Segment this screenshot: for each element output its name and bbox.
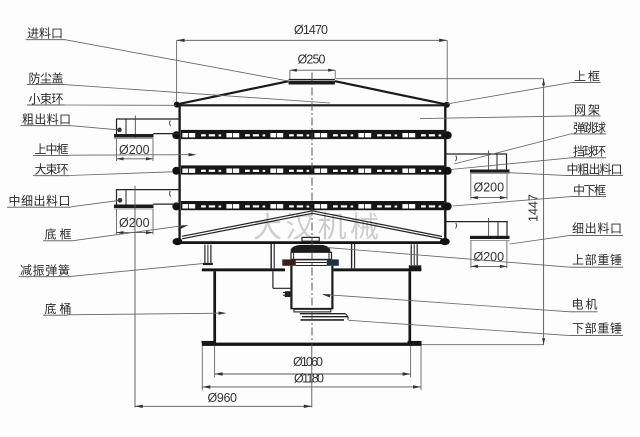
svg-text:上框: 上框: [574, 69, 600, 83]
svg-text:小束环: 小束环: [29, 92, 64, 106]
svg-text:Ø1470: Ø1470: [294, 23, 328, 37]
svg-text:Ø1180: Ø1180: [294, 372, 324, 386]
svg-text:电机: 电机: [572, 297, 598, 311]
svg-text:中粗出料口: 中粗出料口: [567, 161, 623, 176]
svg-text:大束环: 大束环: [35, 163, 69, 177]
svg-text:Ø200: Ø200: [474, 250, 505, 264]
svg-text:中细出料口: 中细出料口: [9, 193, 71, 208]
svg-text:Ø960: Ø960: [208, 391, 238, 405]
svg-text:底框: 底框: [45, 227, 72, 242]
svg-text:防尘盖: 防尘盖: [29, 71, 64, 86]
svg-text:上中框: 上中框: [35, 142, 69, 157]
svg-text:进料口: 进料口: [27, 27, 63, 41]
svg-text:Ø200: Ø200: [119, 143, 150, 157]
svg-text:挡球环: 挡球环: [573, 145, 606, 159]
svg-text:1447: 1447: [527, 194, 541, 222]
svg-text:网架: 网架: [574, 103, 600, 117]
svg-text:上部重锤: 上部重锤: [572, 252, 622, 267]
svg-text:Ø1060: Ø1060: [293, 355, 323, 369]
svg-text:粗出料口: 粗出料口: [22, 113, 71, 127]
svg-text:细出料口: 细出料口: [572, 222, 622, 236]
svg-text:Ø250: Ø250: [298, 53, 326, 67]
svg-text:底桶: 底桶: [45, 301, 72, 316]
svg-text:Ø200: Ø200: [119, 216, 150, 230]
svg-text:下部重锤: 下部重锤: [572, 320, 622, 335]
svg-text:弹跳球: 弹跳球: [573, 121, 606, 135]
svg-text:中下框: 中下框: [573, 183, 606, 198]
svg-text:Ø200: Ø200: [474, 181, 505, 195]
svg-text:减振弹簧: 减振弹簧: [20, 263, 70, 278]
